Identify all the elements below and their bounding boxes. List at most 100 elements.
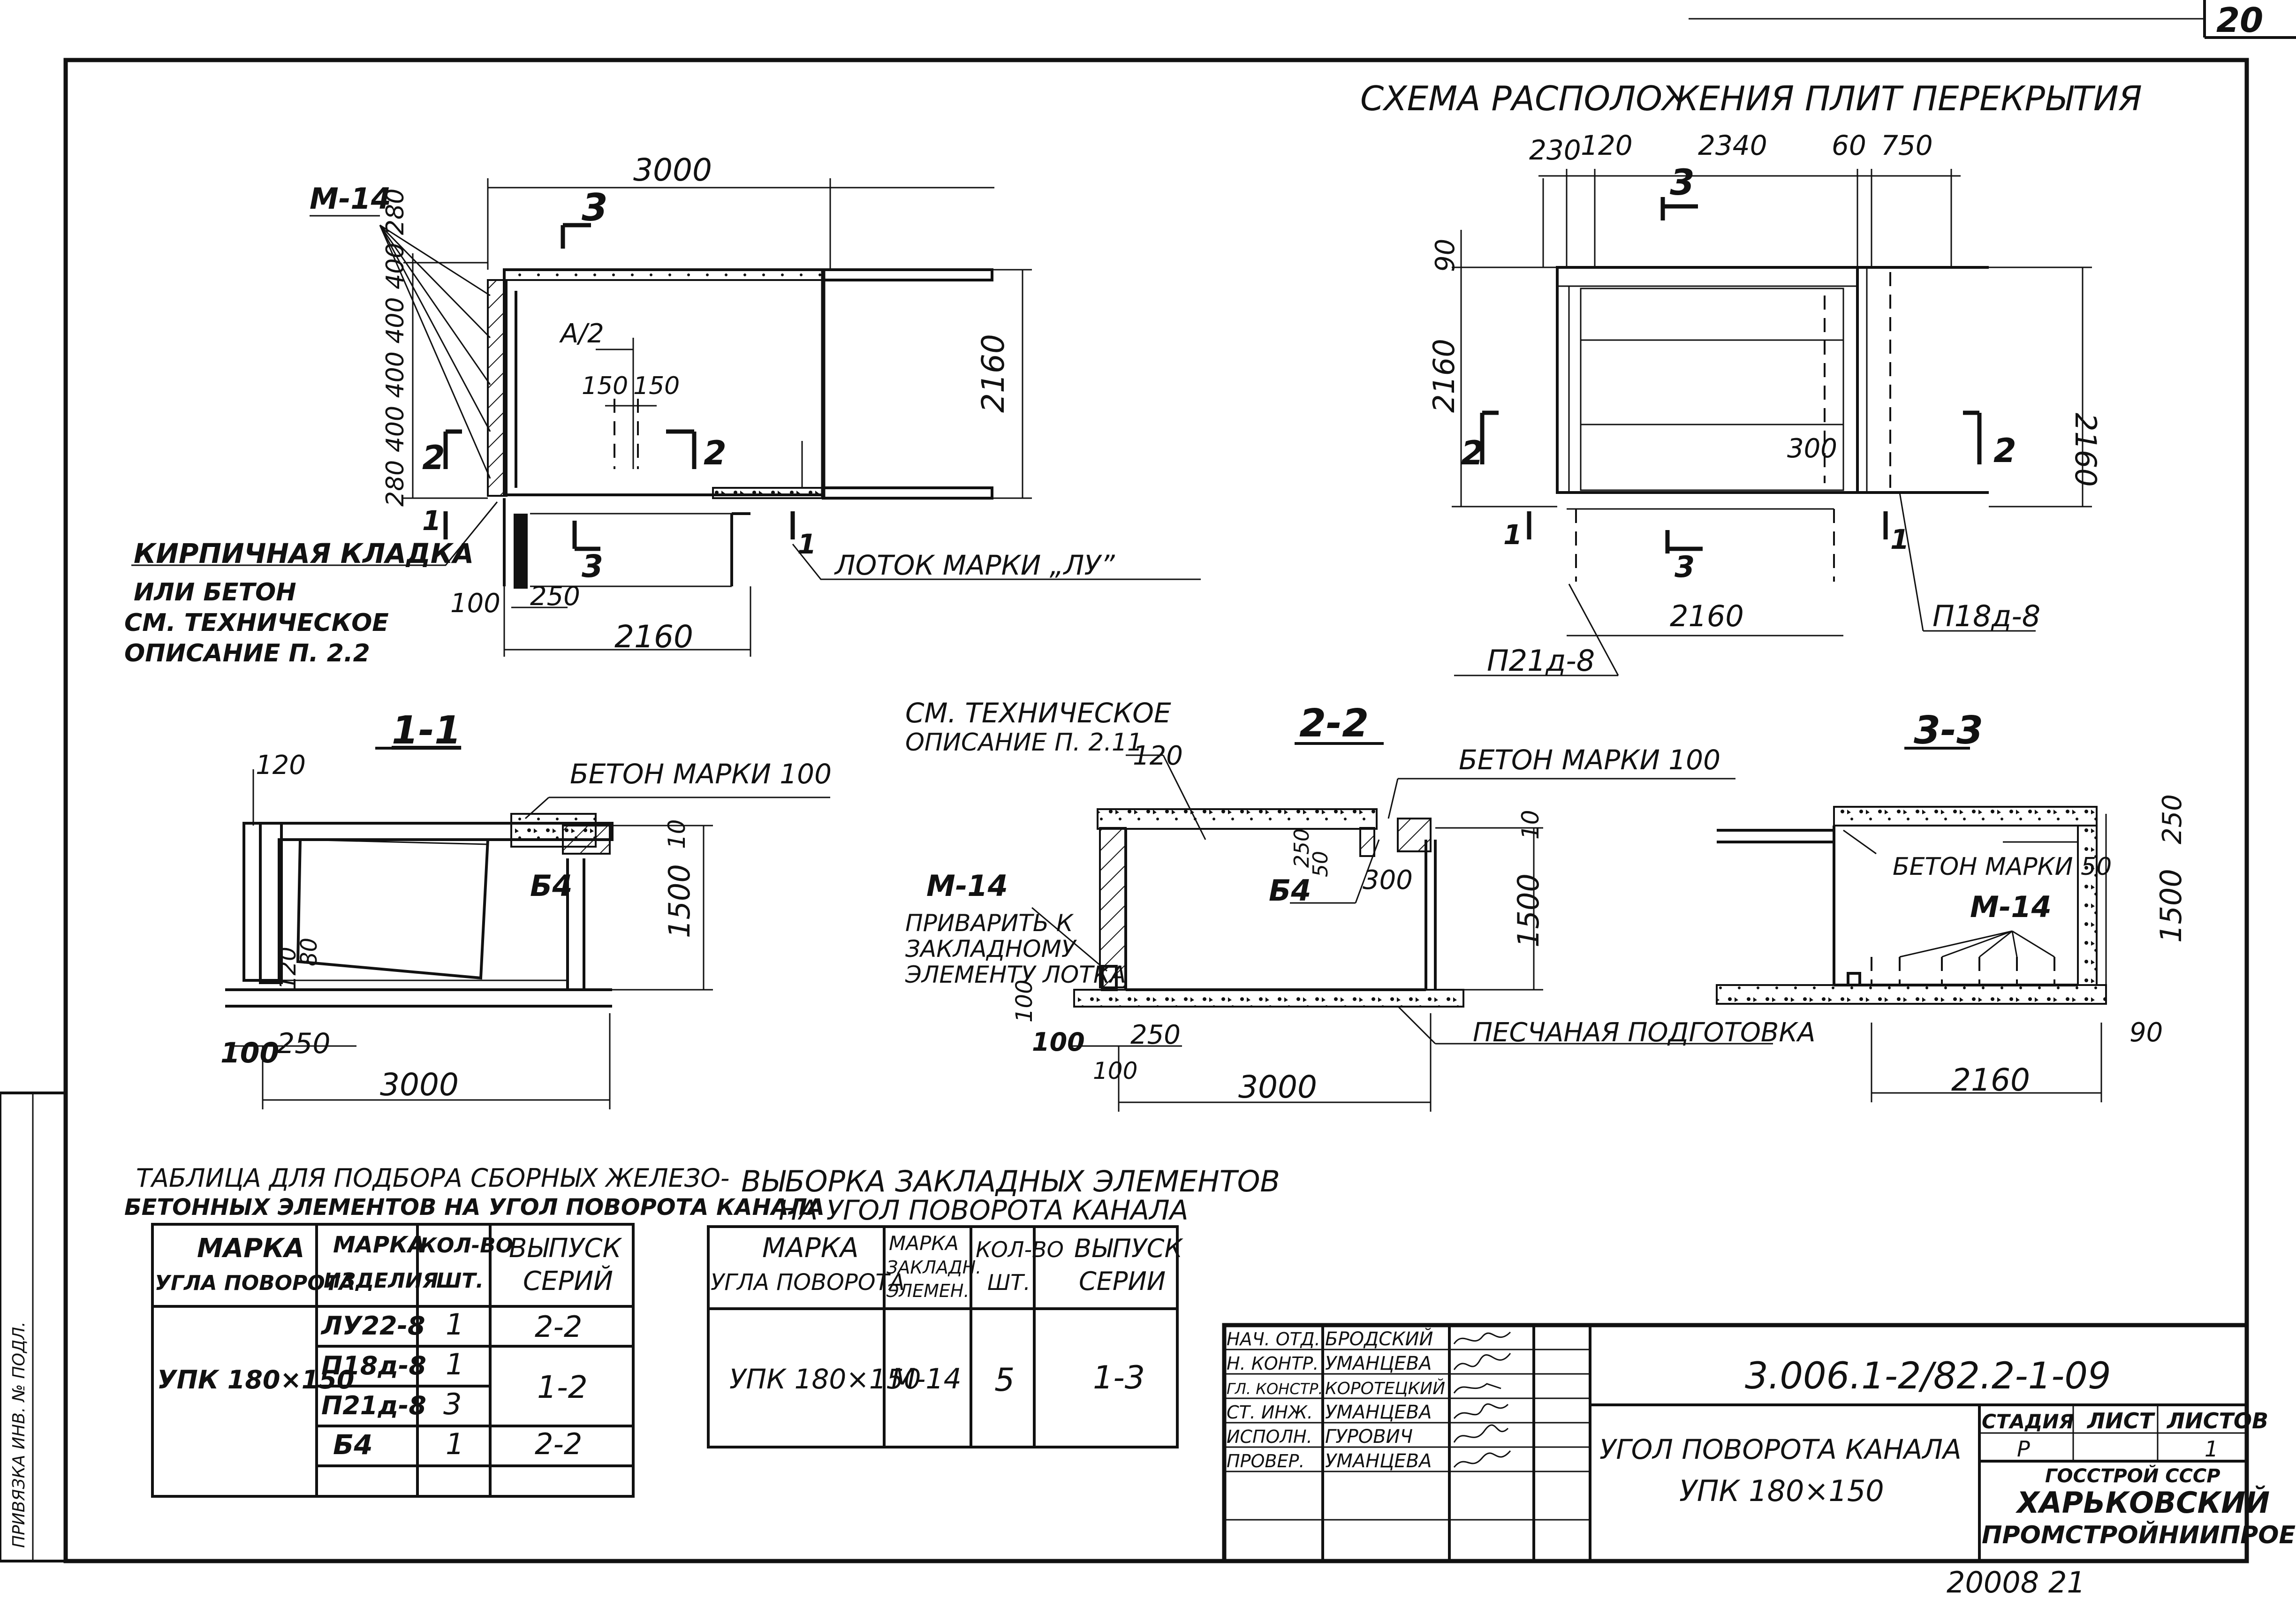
brick-note-4: ОПИСАНИЕ П. 2.2 (124, 639, 370, 667)
stamp-role-6: ПРОВЕР. (1227, 1451, 1304, 1471)
stamp-name-line-2: УПК 180×150 (1679, 1474, 1884, 1508)
stamp-role-1: НАЧ. ОТД. (1227, 1329, 1320, 1350)
stamp-code: 3.006.1-2/82.2-1-09 (1745, 1355, 2111, 1397)
s2-dim-300: 300 (1363, 865, 1413, 895)
signature-2 (1453, 1353, 1511, 1370)
left-plan-cut1b: 1 (797, 528, 816, 560)
rp-p21: П21д-8 (1487, 644, 1595, 678)
t1-h-item-2: ИЗДЕЛИЯ (324, 1269, 439, 1293)
rp-cut1b: 1 (1890, 523, 1909, 555)
t2-h-qty-2: ШТ. (987, 1270, 1031, 1295)
section-1-1: 1-1 120 БЕТОН МАРКИ 100 Б4 10 1500 120 8… (220, 708, 832, 1109)
s2-dim-100a: 100 (1011, 979, 1038, 1023)
s2-title: 2-2 (1299, 701, 1369, 746)
s2-note-1: СМ. ТЕХНИЧЕСКОЕ (905, 697, 1171, 729)
s1-dim-100: 100 (220, 1037, 279, 1069)
section-2-2: 2-2 СМ. ТЕХНИЧЕСКОЕ ОПИСАНИЕ П. 2.11 120… (905, 697, 1815, 1112)
s1-b4: Б4 (530, 869, 572, 903)
s2-dim-100c: 100 (1093, 1057, 1137, 1084)
rp-cut3b: 3 (1675, 550, 1695, 584)
t2-mark: УПК 180×150 (729, 1363, 921, 1395)
t2-h-emb-2: ЗАКЛАДН. (887, 1257, 981, 1278)
left-plan-top-dim: 3000 (633, 152, 712, 188)
s1-title: 1-1 (392, 708, 461, 753)
title-block: НАЧ. ОТД. Н. КОНТР. ГЛ. КОНСТР. СТ. ИНЖ.… (1222, 1323, 2296, 1563)
table1-title-1: ТАБЛИЦА ДЛЯ ПОДБОРА СБОРНЫХ ЖЕЛЕЗО- (136, 1163, 729, 1193)
rp-cut2a: 2 (1461, 434, 1484, 472)
s2-dim-3000: 3000 (1238, 1069, 1317, 1105)
t2-h-emb-1: МАРКА (889, 1232, 959, 1255)
stamp-name-4: УМАНЦЕВА (1325, 1402, 1432, 1423)
t2-h-mark-1: МАРКА (762, 1232, 859, 1264)
s2-b4: Б4 (1269, 873, 1311, 908)
stamp-h-sheet: ЛИСТ (2086, 1408, 2155, 1433)
s3-m14: М-14 (1970, 890, 2052, 924)
rp-cut1a: 1 (1503, 519, 1522, 551)
s2-m14: М-14 (926, 869, 1008, 903)
rp-dim-left-2160: 2160 (1427, 339, 1461, 413)
stamp-name-line-1: УГОЛ ПОВОРОТА КАНАЛА (1599, 1433, 1962, 1465)
section-3-3: 3-3 250 БЕТОН МАРКИ 50 1500 М-14 90 2160 (1716, 708, 2188, 1102)
brick-note-3: СМ. ТЕХНИЧЕСКОЕ (124, 609, 389, 637)
page-number: 20 (2216, 0, 2263, 40)
t2-h-ser-1: ВЫПУСК (1074, 1234, 1183, 1263)
rp-dim-90: 90 (1430, 239, 1461, 272)
t2-ser: 1-3 (1093, 1359, 1145, 1396)
left-plan-stack-dims: 280 400 400 400 400 280 (381, 189, 409, 507)
s2-dim-1500: 1500 (1511, 873, 1546, 948)
stamp-org-1: ГОССТРОЙ СССР (2045, 1464, 2220, 1487)
s2-weld-2: ЗАКЛАДНОМУ (905, 935, 1077, 963)
s2-dim-250: 250 (1130, 1020, 1181, 1050)
s1-dim-1500: 1500 (662, 864, 697, 938)
stamp-name-3: КОРОТЕЦКИЙ (1325, 1379, 1445, 1398)
t1-r3-item: П21д-8 (321, 1391, 426, 1420)
t1-r3-qty: 3 (443, 1387, 462, 1421)
scheme-title: СХЕМА РАСПОЛОЖЕНИЯ ПЛИТ ПЕРЕКРЫТИЯ (1360, 79, 2142, 118)
stamp-sheet: 1 (2205, 1436, 2218, 1462)
s1-dim-10: 10 (663, 819, 690, 849)
rp-dim-750: 750 (1881, 129, 1933, 161)
s2-dim-120: 120 (1133, 741, 1183, 771)
stamp-org-2: ХАРЬКОВСКИЙ (2015, 1486, 2270, 1520)
left-plan-cut3a: 3 (582, 186, 608, 229)
stamp-role-3: ГЛ. КОНСТР. (1227, 1380, 1323, 1398)
s3-dim-250: 250 (2157, 794, 2188, 844)
table1-title-2: БЕТОННЫХ ЭЛЕМЕНТОВ НА УГОЛ ПОВОРОТА КАНА… (124, 1194, 825, 1221)
s1-dim-120: 120 (256, 750, 306, 781)
t1-h-item-1: МАРКА (333, 1232, 425, 1258)
t1-r1-qty: 1 (446, 1307, 464, 1342)
signature-5 (1453, 1424, 1509, 1443)
s1-dim-3000: 3000 (380, 1067, 459, 1103)
brick-note-2: ИЛИ БЕТОН (134, 578, 296, 607)
t2-h-mark-2: УГЛА ПОВОРОТА (711, 1269, 905, 1296)
side-strip-text: ПРИВЯЗКА ИНВ. № ПОДЛ. (9, 1321, 29, 1548)
left-plan-dim-150a: 150 (582, 372, 628, 400)
table2-title-2: НА УГОЛ ПОВОРОТА КАНАЛА (779, 1194, 1188, 1226)
left-plan: 3000 2160 2160 100 250 A/2 150 150 280 4… (124, 152, 1201, 667)
s3-concrete: БЕТОН МАРКИ 50 (1893, 853, 2112, 881)
signature-3 (1453, 1383, 1501, 1394)
left-plan-dim-150b: 150 (633, 372, 680, 400)
t2-emb: М-14 (891, 1363, 962, 1395)
t2-h-ser-2: СЕРИИ (1079, 1266, 1166, 1296)
s1-dim-250: 250 (277, 1027, 331, 1060)
s3-title: 3-3 (1914, 708, 1983, 753)
tray-label: ЛОТОК МАРКИ „ЛУ” (834, 549, 1115, 581)
t1-h-mark-2: УГЛА ПОВОРОТА (155, 1271, 355, 1295)
stamp-name-2: УМАНЦЕВА (1325, 1353, 1432, 1374)
left-plan-cut2a: 2 (422, 439, 445, 477)
left-plan-cut3b: 3 (582, 548, 603, 584)
rp-dim-bottom-2160: 2160 (1670, 599, 1744, 633)
s2-dim-100b: 100 (1032, 1027, 1085, 1057)
stamp-role-2: Н. КОНТР. (1227, 1353, 1318, 1374)
t2-h-emb-3: ЭЛЕМЕН. (886, 1281, 970, 1301)
s1-dim-80: 80 (296, 938, 322, 966)
t1-r4-item: Б4 (333, 1429, 373, 1461)
t1-r1-ser: 2-2 (535, 1310, 582, 1344)
left-plan-cut2b: 2 (704, 434, 727, 472)
left-plan-right-dim: 2160 (975, 334, 1011, 413)
s1-dim-120b: 120 (275, 947, 301, 990)
archive-number: 20008 21 (1947, 1565, 2085, 1600)
stamp-h-stage: СТАДИЯ (1982, 1410, 2074, 1433)
